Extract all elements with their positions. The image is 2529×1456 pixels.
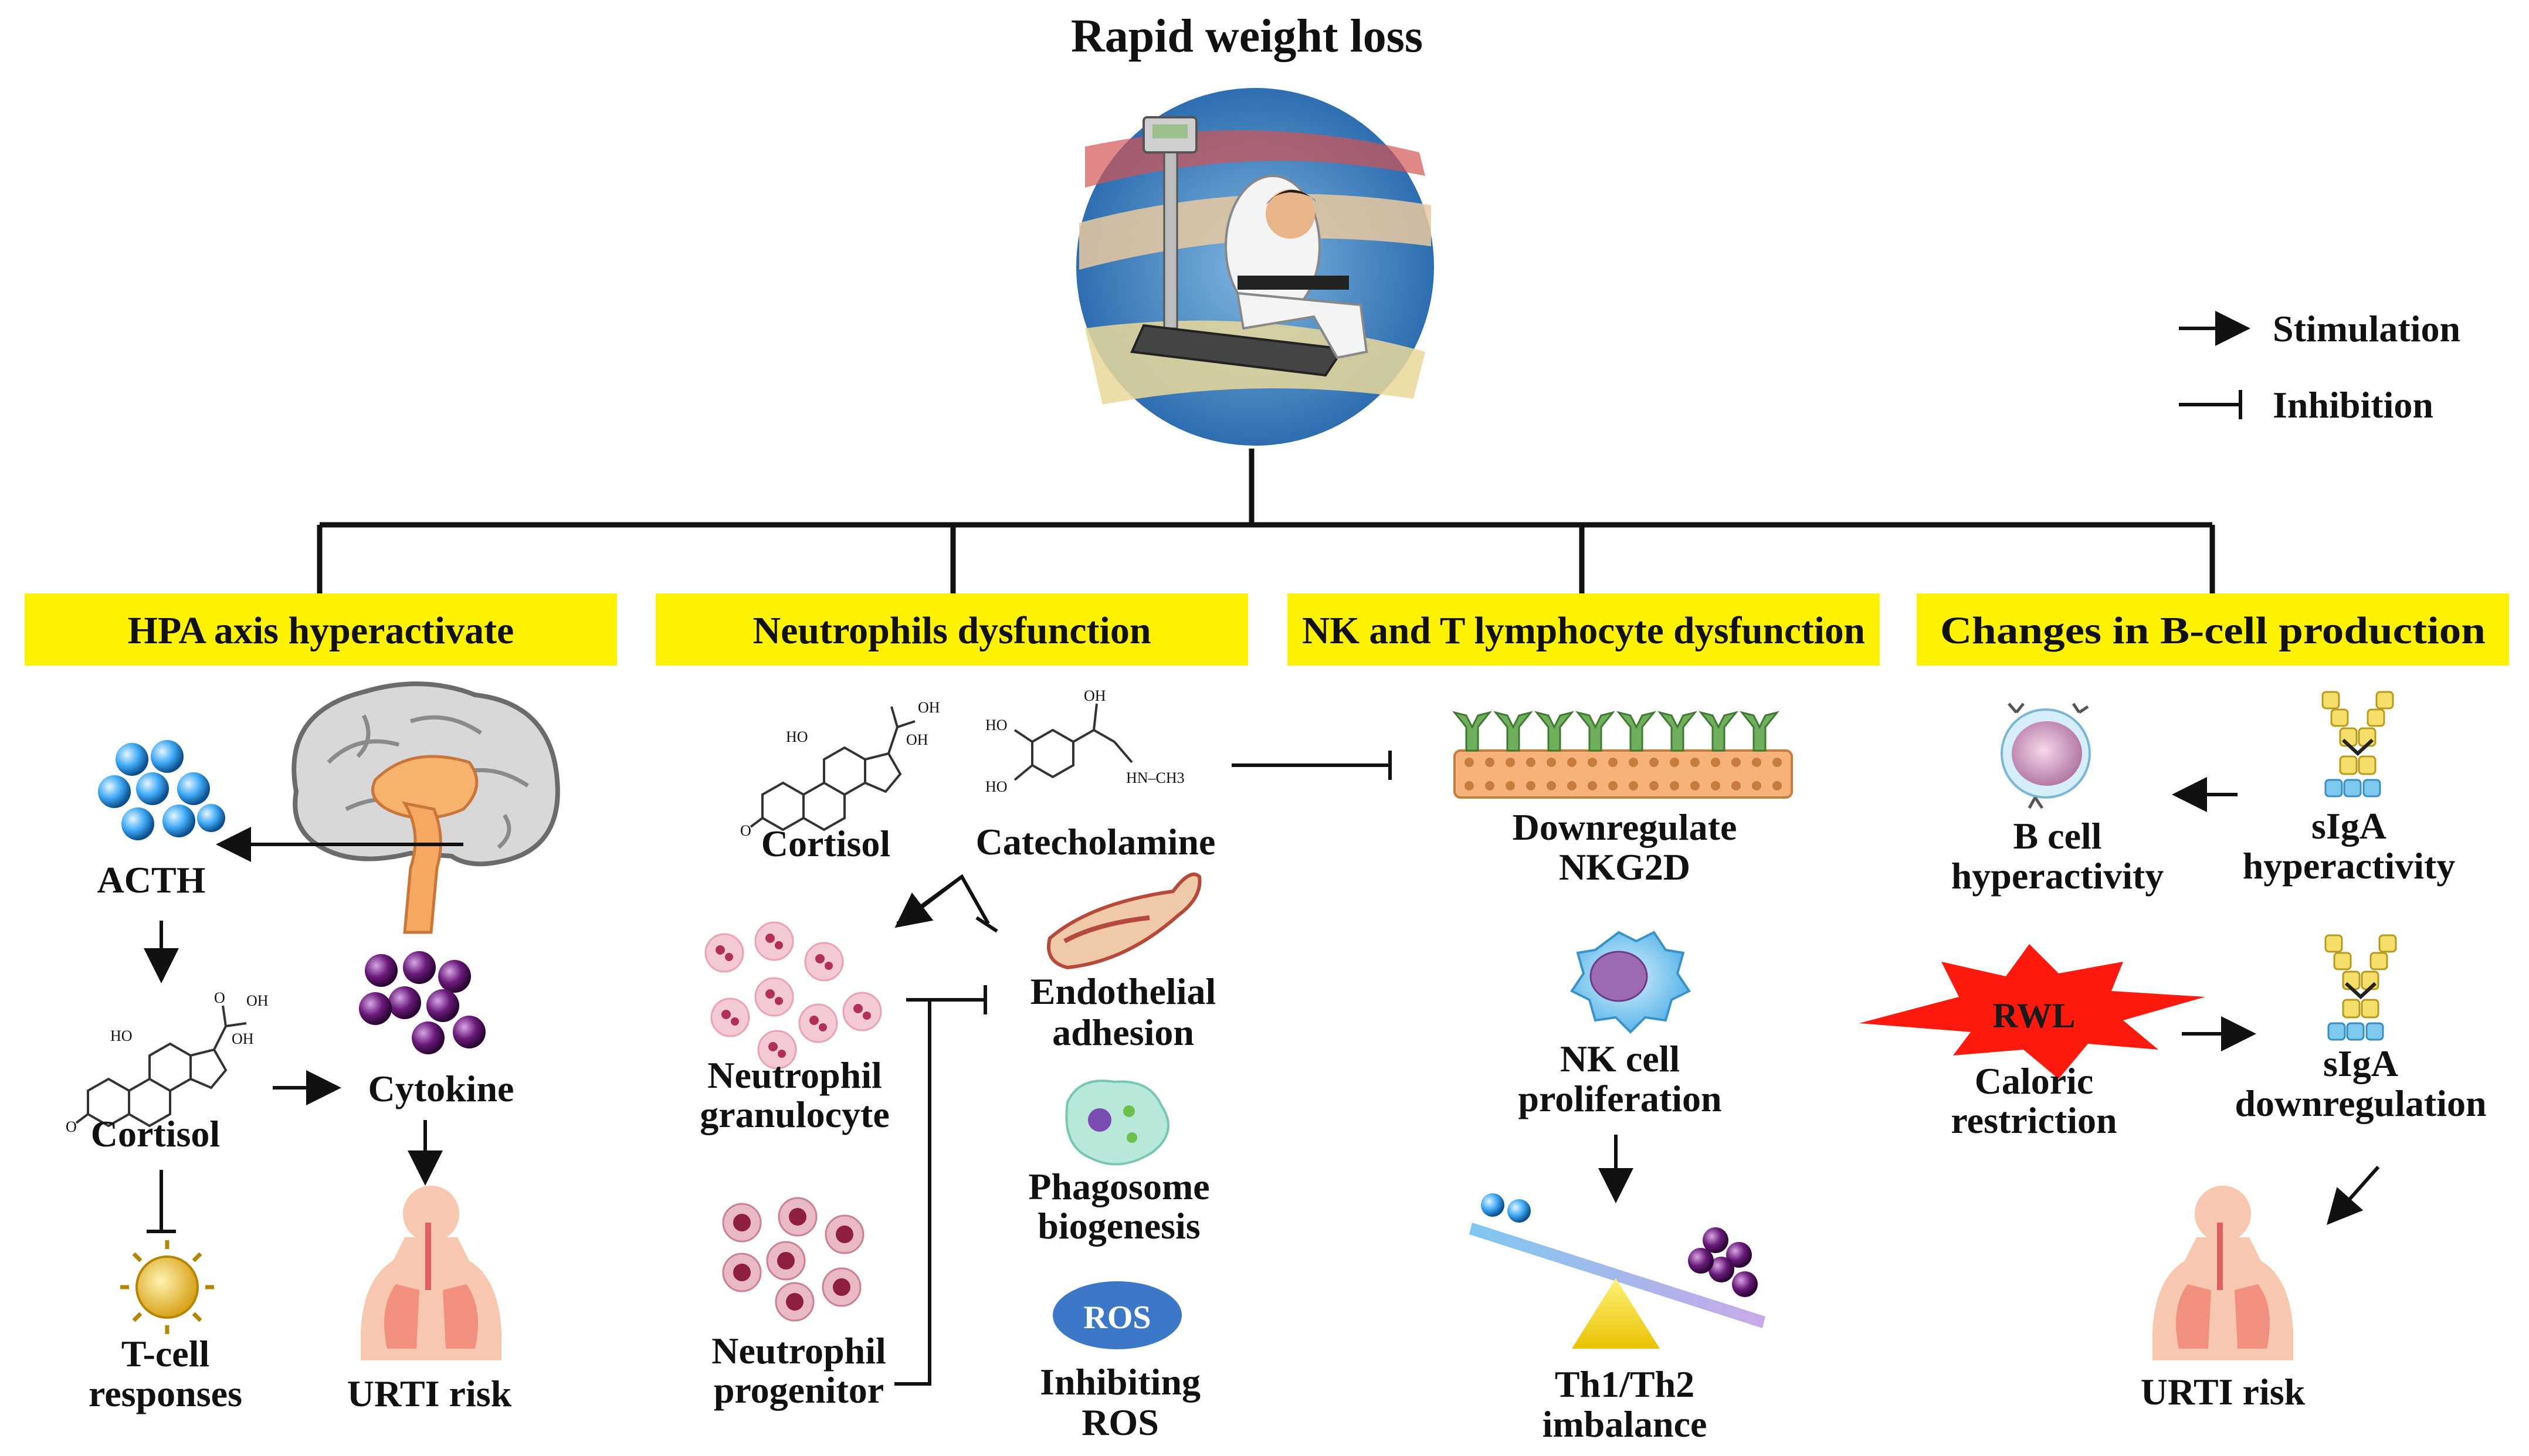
legend-inhibition-label: Inhibition (2273, 384, 2433, 426)
ros-badge: ROS (1053, 1281, 1182, 1349)
respiratory-tract-icon-2 (2152, 1186, 2293, 1360)
siga-antibody-icon-bottom (2324, 934, 2397, 1041)
tcell-label-line1: T-cell (121, 1333, 210, 1374)
respiratory-tract-icon (361, 1186, 501, 1360)
rwl-starburst-icon: RWL (1859, 944, 2205, 1079)
brain-icon (291, 681, 560, 934)
svg-text:OH: OH (232, 1030, 254, 1047)
siga-hyper-label-line1: sIgA (2311, 805, 2386, 847)
phagosome-label-line2: biogenesis (1038, 1205, 1200, 1247)
tcell-label-line2: responses (89, 1373, 242, 1414)
siga-to-urti-arrow (2327, 1166, 2380, 1225)
svg-text:OH: OH (246, 992, 269, 1009)
nk-prolif-label-line2: proliferation (1518, 1078, 1721, 1119)
svg-text:NK and T lymphocyte dysfunctio: NK and T lymphocyte dysfunction (1302, 609, 1865, 652)
inhibiting-ros-line1: Inhibiting (1040, 1361, 1201, 1403)
svg-text:Neutrophils dysfunction: Neutrophils dysfunction (752, 609, 1151, 652)
category-nk-t: NK and T lymphocyte dysfunction (1287, 593, 1880, 666)
svg-text:RWL: RWL (1992, 996, 2075, 1035)
neutrophil-bracket-inhibition (894, 998, 985, 1386)
catecholamine-structure-icon: HO HO OH HN–CH3 (985, 687, 1185, 795)
legend: Stimulation Inhibition (2179, 308, 2460, 426)
category-neutrophils: Neutrophils dysfunction (656, 593, 1248, 666)
cortisol-structure-icon-2: O HO OH OH (740, 699, 940, 839)
svg-text:OH: OH (918, 699, 940, 716)
endothelial-cell-icon (1047, 873, 1202, 970)
granulocyte-label-line2: granulocyte (700, 1094, 890, 1135)
cytokine-label: Cytokine (368, 1068, 514, 1109)
svg-text:OH: OH (1084, 687, 1106, 704)
urti-label-hpa: URTI risk (347, 1373, 512, 1414)
category-bcell: Changes in B-cell production (1917, 593, 2509, 666)
svg-text:O: O (740, 822, 751, 839)
th-balance-seesaw-icon (1469, 1193, 1765, 1349)
b-cell-icon (2001, 702, 2091, 809)
cytokine-molecules-icon (359, 951, 486, 1054)
bcell-label-line1: B cell (2013, 815, 2101, 857)
neutrophil-progenitor-icon (722, 1197, 865, 1322)
weight-scale-scene (1076, 88, 1434, 446)
phagosome-icon (1065, 1080, 1169, 1166)
svg-text:Changes in B-cell production: Changes in B-cell production (1940, 609, 2486, 652)
svg-text:O: O (214, 989, 225, 1006)
siga-antibody-icon-top (2321, 691, 2394, 797)
svg-text:HO: HO (985, 717, 1008, 734)
th-label-line1: Th1/Th2 (1555, 1363, 1694, 1405)
svg-text:OH: OH (906, 731, 928, 748)
endothelial-label-line1: Endothelial (1030, 970, 1216, 1012)
siga-down-label-line2: downregulation (2235, 1082, 2486, 1124)
t-cell-icon (120, 1240, 214, 1334)
svg-text:HN–CH3: HN–CH3 (1126, 769, 1185, 786)
caloric-label-line2: restriction (1951, 1099, 2117, 1141)
nkg2d-label-line1: Downregulate (1513, 806, 1737, 848)
category-hpa: HPA axis hyperactivate (25, 593, 617, 666)
phagosome-label-line1: Phagosome (1028, 1166, 1209, 1207)
endothelial-label-line2: adhesion (1052, 1012, 1194, 1053)
svg-text:HO: HO (985, 778, 1008, 795)
svg-text:ROS: ROS (1083, 1299, 1151, 1336)
tree-connector (317, 449, 2215, 593)
svg-text:HPA axis hyperactivate: HPA axis hyperactivate (128, 609, 514, 652)
granulocyte-label-line1: Neutrophil (707, 1054, 882, 1096)
progenitor-label-line2: progenitor (714, 1369, 884, 1411)
nkg2d-membrane-icon (1452, 711, 1793, 799)
neutrophil-granulocyte-icon (704, 921, 882, 1070)
urti-label-bcell: URTI risk (2141, 1371, 2306, 1413)
cortisol-structure-icon: O HO OH OH O (66, 989, 269, 1135)
svg-text:O: O (66, 1118, 77, 1135)
cortisol-label-neutro: Cortisol (761, 823, 890, 864)
bcell-label-line2: hyperactivity (1951, 855, 2164, 897)
th-label-line2: imbalance (1543, 1403, 1707, 1445)
acth-molecules-icon (98, 740, 225, 840)
diagram-title: Rapid weight loss (1071, 11, 1423, 62)
nkg2d-label-line2: NKG2D (1559, 846, 1690, 888)
nk-cell-icon (1570, 931, 1691, 1034)
nk-prolif-label-line1: NK cell (1560, 1038, 1680, 1080)
siga-hyper-label-line2: hyperactivity (2243, 845, 2456, 887)
legend-stimulation-label: Stimulation (2273, 308, 2460, 349)
siga-down-label-line1: sIgA (2323, 1043, 2398, 1084)
svg-text:HO: HO (110, 1027, 133, 1044)
svg-text:HO: HO (786, 728, 808, 745)
catecholamine-label: Catecholamine (976, 821, 1216, 863)
progenitor-label-line1: Neutrophil (711, 1330, 886, 1372)
cortisol-label-hpa: Cortisol (91, 1113, 220, 1155)
inhibiting-ros-line2: ROS (1082, 1401, 1159, 1443)
acth-label: ACTH (97, 859, 206, 901)
caloric-label-line1: Caloric (1975, 1060, 2094, 1102)
